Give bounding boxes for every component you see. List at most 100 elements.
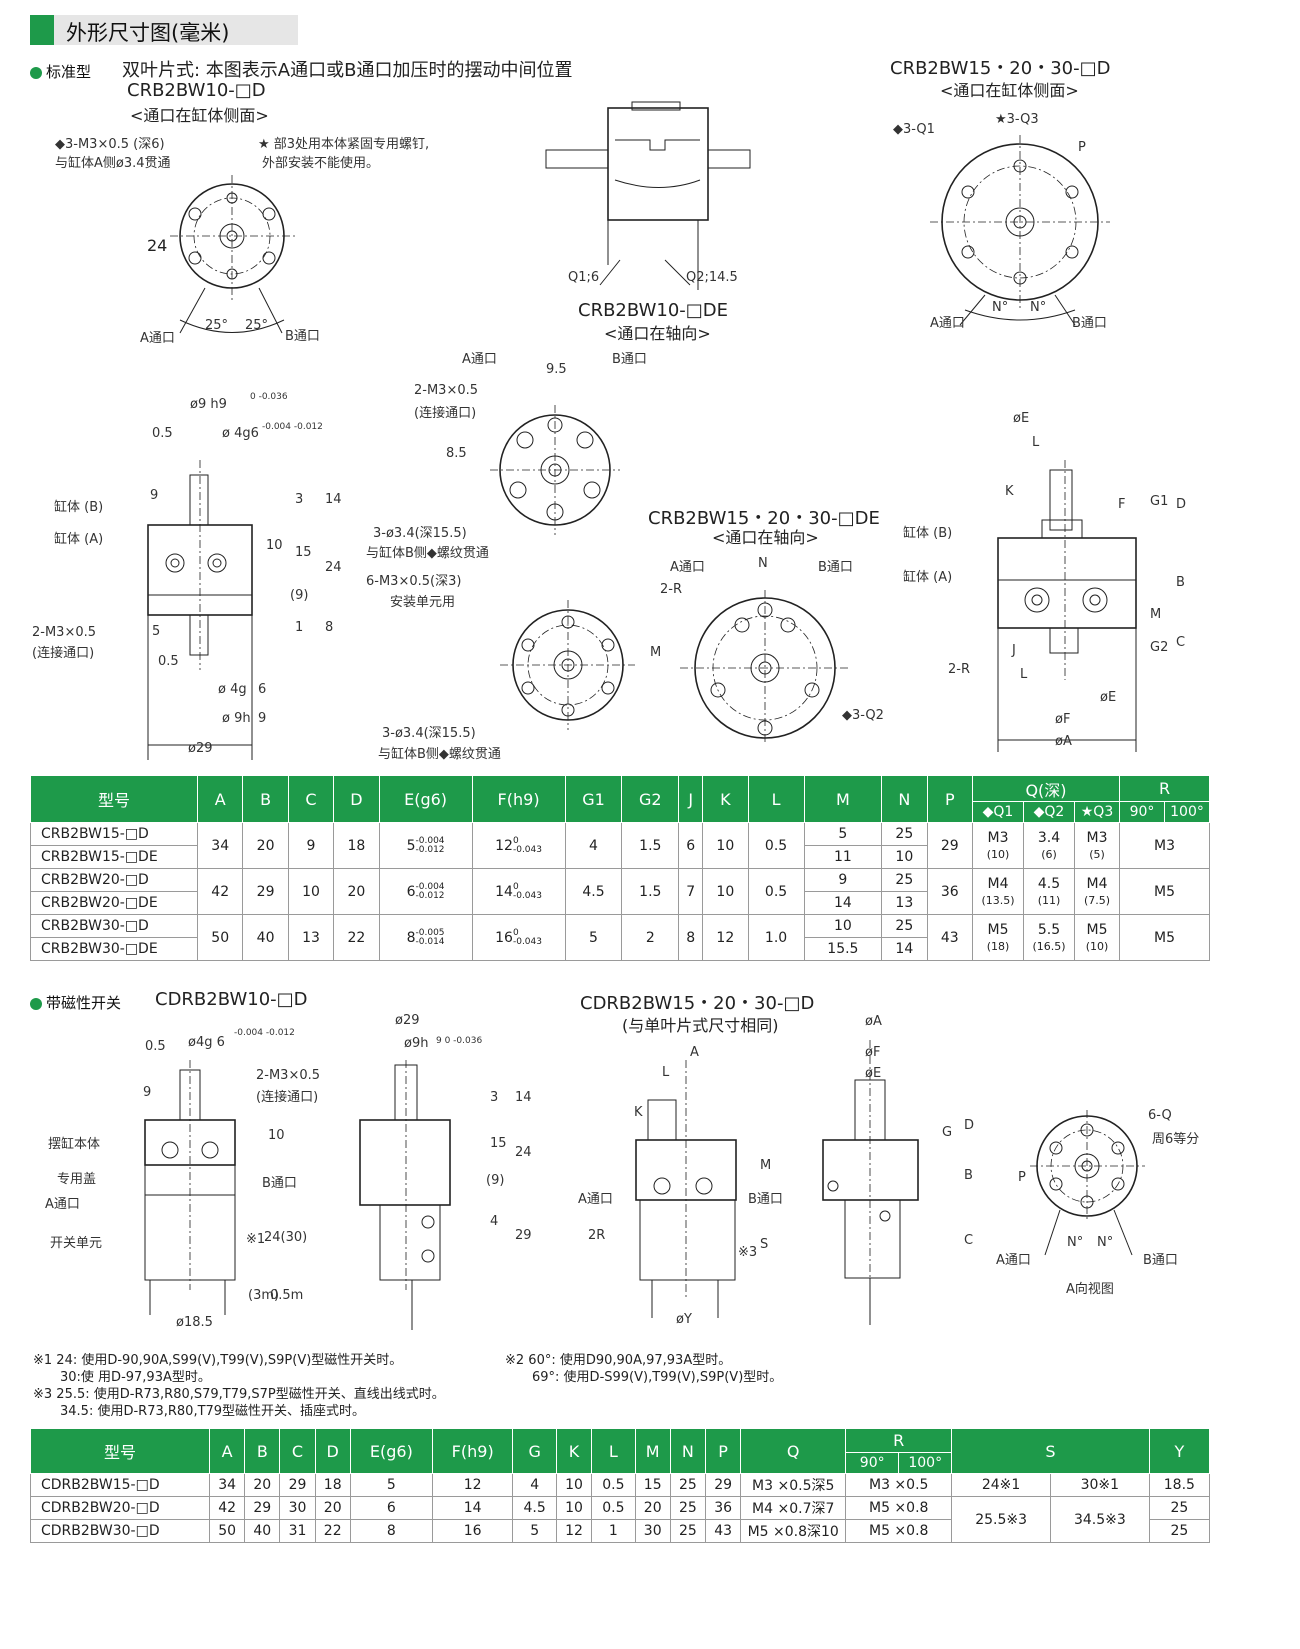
cell-g2: 1.5 bbox=[621, 868, 680, 915]
ann-d9p: (9) bbox=[290, 588, 309, 603]
cell-model: CRB2BW30-□D bbox=[30, 914, 198, 938]
cell-f-tol-lo: -0.043 bbox=[512, 890, 542, 901]
cell-n: 25 bbox=[881, 914, 928, 938]
page-title: 外形尺寸图(毫米) bbox=[66, 21, 230, 45]
cell-f: 140-0.043 bbox=[471, 868, 566, 915]
cell-model: CRB2BW30-□DE bbox=[30, 937, 198, 961]
cell-q1-val: M5 bbox=[987, 921, 1009, 938]
mag-d3m: (3m) bbox=[248, 1288, 280, 1303]
ann-q2: ◆3-Q2 bbox=[842, 708, 884, 723]
th-b: B bbox=[242, 775, 289, 823]
cell-a: 42 bbox=[208, 1496, 246, 1520]
end-view-10de bbox=[490, 405, 620, 535]
ann-thru-a: 与缸体A侧ø3.4贯通 bbox=[55, 156, 171, 171]
cell-f: 12 bbox=[431, 1473, 514, 1497]
mag-a-view: A向视图 bbox=[1066, 1282, 1114, 1297]
cell-f: 16 bbox=[431, 1519, 514, 1543]
model-crb2bw15-d-note: <通口在缸体侧面> bbox=[940, 81, 1079, 100]
cell-m: 15.5 bbox=[803, 937, 883, 961]
ann-j: J bbox=[1012, 643, 1016, 658]
ann-d1: 1 bbox=[295, 620, 304, 635]
th2-y: Y bbox=[1148, 1428, 1211, 1474]
ann-h9-b: 9 bbox=[258, 711, 267, 726]
cell-q1-depth: (13.5) bbox=[981, 893, 1015, 907]
table-row: CRB2BW15-□DE 11 10 bbox=[30, 845, 1210, 869]
cell-p: 36 bbox=[926, 868, 974, 915]
model-cdrb2bw15-d: CDRB2BW15・20・30-□D bbox=[580, 993, 815, 1014]
th2-model: 型号 bbox=[30, 1428, 210, 1474]
cell-g1: 5 bbox=[564, 914, 623, 961]
cell-n: 25 bbox=[881, 868, 928, 892]
mag-a-arrow: A bbox=[690, 1045, 699, 1060]
mag-h9-tol: 9 0 -0.036 bbox=[436, 1036, 483, 1046]
model-crb2bw10-de: CRB2BW10-□DE bbox=[578, 300, 729, 321]
mag-note3: ※3 bbox=[738, 1245, 758, 1260]
cell-f-tol-lo: -0.043 bbox=[512, 936, 542, 947]
table-row: CDRB2BW20-□D 42 29 30 20 6 14 4.5 10 0.5… bbox=[30, 1496, 1211, 1543]
ann-phi-a: øA bbox=[1055, 734, 1072, 749]
ann-q1: ◆3-Q1 bbox=[893, 122, 935, 137]
cell-p: 43 bbox=[705, 1519, 742, 1543]
front-view-1520 bbox=[997, 460, 1137, 752]
cell-f-val: 12 bbox=[495, 837, 513, 854]
cell-d: 22 bbox=[314, 1519, 351, 1543]
mag-port-a3: A通口 bbox=[996, 1253, 1031, 1268]
th2-f: F(h9) bbox=[431, 1428, 514, 1474]
cell-q1: M5(18) bbox=[972, 914, 1024, 961]
cell-j: 8 bbox=[678, 914, 704, 961]
table-row: CRB2BW20-□D 42 29 10 20 6-0.004-0.012 14… bbox=[30, 868, 1210, 915]
mag-d24: 24 bbox=[515, 1145, 532, 1160]
ann-port-b-3: B通口 bbox=[612, 352, 647, 367]
table-row: CRB2BW30-□D 50 40 13 22 8-0.005-0.014 16… bbox=[30, 914, 1210, 961]
cell-q: M5 ×0.8深10 bbox=[740, 1519, 847, 1543]
cell-n: 25 bbox=[881, 822, 928, 846]
mag-equal6: 周6等分 bbox=[1152, 1132, 1200, 1147]
mag-d: D bbox=[964, 1118, 975, 1133]
ann-b: B bbox=[1176, 575, 1185, 590]
ann-phi-e: øE bbox=[1013, 411, 1030, 426]
ann-n-deg-1: N° bbox=[992, 300, 1009, 315]
th2-g: G bbox=[512, 1428, 557, 1474]
cell-s-100: 30※1 bbox=[1049, 1473, 1150, 1497]
ann-port-a-4: A通口 bbox=[670, 560, 705, 575]
cell-c: 31 bbox=[279, 1519, 316, 1543]
mag-d10: 10 bbox=[268, 1128, 285, 1143]
th2-m: M bbox=[634, 1428, 671, 1474]
cell-c: 10 bbox=[287, 868, 335, 915]
mag-d3: 3 bbox=[490, 1090, 499, 1105]
ann-two-r: 2-R bbox=[660, 582, 682, 597]
th2-s: S bbox=[951, 1428, 1150, 1474]
cell-q3: M4(7.5) bbox=[1074, 868, 1120, 915]
ann-g2: G2 bbox=[1150, 640, 1169, 655]
cell-b: 40 bbox=[242, 914, 289, 961]
cell-m: 30 bbox=[634, 1519, 671, 1543]
mag-p: P bbox=[1018, 1170, 1026, 1185]
cell-q2-depth: (6) bbox=[1041, 847, 1057, 861]
cell-l: 0.5 bbox=[747, 868, 805, 915]
table-row: CDRB2BW30-□D 50 40 31 22 8 16 5 12 1 30 … bbox=[30, 1519, 1211, 1543]
note-3b: 34.5: 使用D-R73,R80,T79型磁性开关、插座式时。 bbox=[60, 1404, 366, 1419]
model-crb2bw15-de-note: <通口在轴向> bbox=[712, 528, 819, 547]
ann-d10: 10 bbox=[266, 538, 283, 553]
mag-phi4g6: ø4g 6 bbox=[188, 1035, 225, 1050]
th2-c: C bbox=[279, 1428, 316, 1474]
cell-k: 10 bbox=[702, 822, 749, 869]
ann-q2-14-5: Q2;14.5 bbox=[686, 270, 738, 285]
cell-e-val: 5 bbox=[406, 837, 416, 854]
mag-port-a: A通口 bbox=[45, 1197, 80, 1212]
cdrb10-front bbox=[144, 1060, 236, 1315]
magnetic-drawings bbox=[144, 1040, 1145, 1330]
cell-q2: 3.4(6) bbox=[1023, 822, 1075, 869]
ann-thru34-b: 与缸体B侧◆螺纹贯通 bbox=[366, 546, 489, 561]
cell-q: M3 ×0.5深5 bbox=[740, 1473, 847, 1497]
cell-q1-val: M4 bbox=[987, 875, 1009, 892]
mag-d14: 14 bbox=[515, 1090, 532, 1105]
ann-no-outside: 外部安装不能使用。 bbox=[262, 156, 380, 171]
mag-k: K bbox=[634, 1105, 643, 1120]
cell-l: 1 bbox=[591, 1519, 636, 1543]
end-view-1520d bbox=[930, 135, 1110, 326]
ann-n-deg-2: N° bbox=[1030, 300, 1047, 315]
cell-q3-val: M3 bbox=[1086, 829, 1108, 846]
mag-s: S bbox=[760, 1237, 769, 1252]
cell-e-tol-lo: -0.012 bbox=[415, 890, 445, 901]
